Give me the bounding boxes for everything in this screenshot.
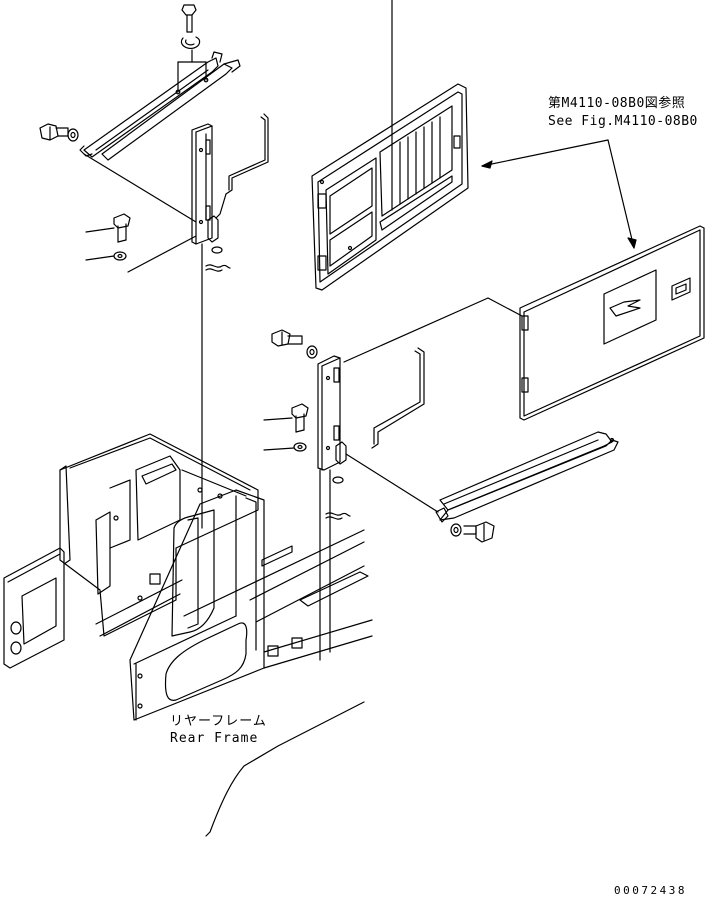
leader-bolt-2 — [263, 417, 293, 421]
rear-frame-label-jp: リヤーフレーム — [170, 714, 267, 729]
left-washer-mid — [113, 251, 127, 261]
left-lock-rod — [215, 113, 269, 219]
left-bolt-mid — [113, 213, 131, 243]
lower-right-bolt — [450, 521, 495, 543]
lower-frame-contour — [205, 701, 365, 837]
drawing-id: 00072438 — [614, 884, 687, 897]
right-hinge-plate — [317, 355, 347, 471]
leader-cover — [343, 297, 489, 363]
reference-label-jp: 第M4110-08B0図参照 — [548, 96, 686, 111]
left-hinge-plate — [191, 123, 219, 245]
mid-bolt — [271, 329, 318, 359]
lower-stay-bracket — [435, 431, 619, 523]
grille-frame — [311, 0, 469, 291]
top-bolt — [181, 4, 197, 33]
leader-washer-1 — [85, 255, 115, 261]
leader-bolt-1 — [85, 227, 115, 233]
mid-bolt-2 — [291, 403, 309, 433]
leader-washer-2 — [263, 447, 295, 451]
upper-stay-bracket — [79, 51, 241, 161]
leader-cover-2 — [487, 297, 523, 317]
rear-frame-label-en: Rear Frame — [170, 731, 259, 746]
mid-washer — [293, 442, 307, 452]
top-clip — [180, 36, 201, 49]
right-lock-rod — [371, 347, 425, 449]
cover-panel — [519, 225, 705, 421]
right-washer-pin — [325, 476, 351, 520]
leader-upper-bracket — [83, 153, 197, 223]
leader-lower-stay — [345, 453, 439, 513]
rear-frame — [3, 433, 373, 721]
reference-label-en: See Fig.M4110-08B0 — [548, 114, 698, 129]
upper-left-bolt — [39, 123, 79, 142]
left-washer-pin — [205, 246, 231, 272]
leader-plate-1 — [127, 235, 197, 273]
reference-arrow — [481, 139, 637, 249]
